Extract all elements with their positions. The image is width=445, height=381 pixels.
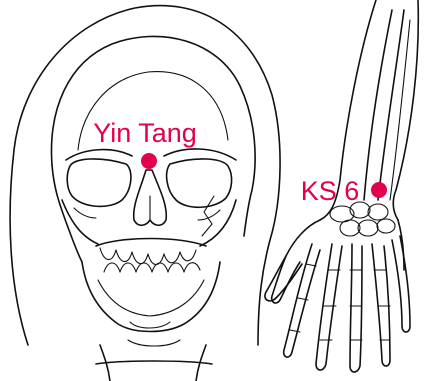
radius-bone	[364, 10, 392, 200]
thumb	[272, 256, 300, 303]
finger-index	[284, 244, 320, 357]
zygomatic-left	[74, 208, 96, 218]
mandible	[82, 262, 220, 332]
lower-teeth	[104, 263, 200, 272]
point-ks6[interactable]: KS 6	[301, 176, 387, 206]
finger-ring	[350, 244, 362, 372]
yin-tang-marker[interactable]	[141, 153, 157, 169]
zygomatic-right	[198, 210, 220, 220]
chin-detail	[130, 322, 170, 328]
eye-socket-right	[167, 159, 232, 207]
head-illustration	[10, 6, 280, 381]
yin-tang-label: Yin Tang	[93, 118, 197, 148]
clavicle	[96, 361, 212, 364]
carpal-bones	[330, 202, 395, 236]
finger-middle	[316, 244, 342, 370]
ks6-marker[interactable]	[371, 182, 387, 198]
upper-jaw	[96, 239, 206, 247]
ks6-label: KS 6	[301, 176, 360, 206]
finger-pinky	[392, 236, 410, 332]
finger-little	[372, 244, 390, 366]
upper-teeth	[100, 248, 196, 265]
forearm-outline-right	[393, 0, 418, 220]
spine-top	[128, 340, 180, 346]
mandible-inner	[98, 280, 204, 316]
eye-socket-left	[67, 159, 131, 206]
hand-outline	[265, 220, 320, 301]
